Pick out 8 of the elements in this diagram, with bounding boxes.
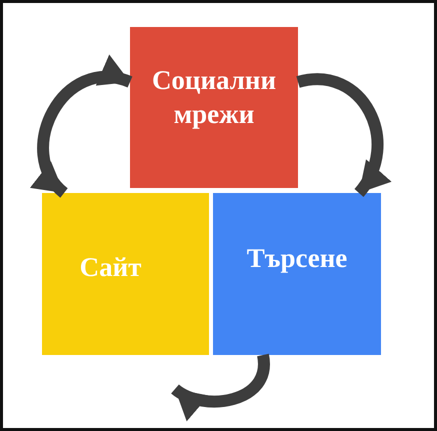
node-label: Социални мрежи xyxy=(150,64,278,131)
curved-arrow xyxy=(172,354,270,420)
curved-arrow xyxy=(30,57,132,198)
node-label: Сайт xyxy=(80,251,142,284)
colored-square xyxy=(42,193,209,355)
colored-square xyxy=(130,27,298,188)
node-label: Търсене xyxy=(246,242,348,276)
colored-square xyxy=(213,193,381,355)
